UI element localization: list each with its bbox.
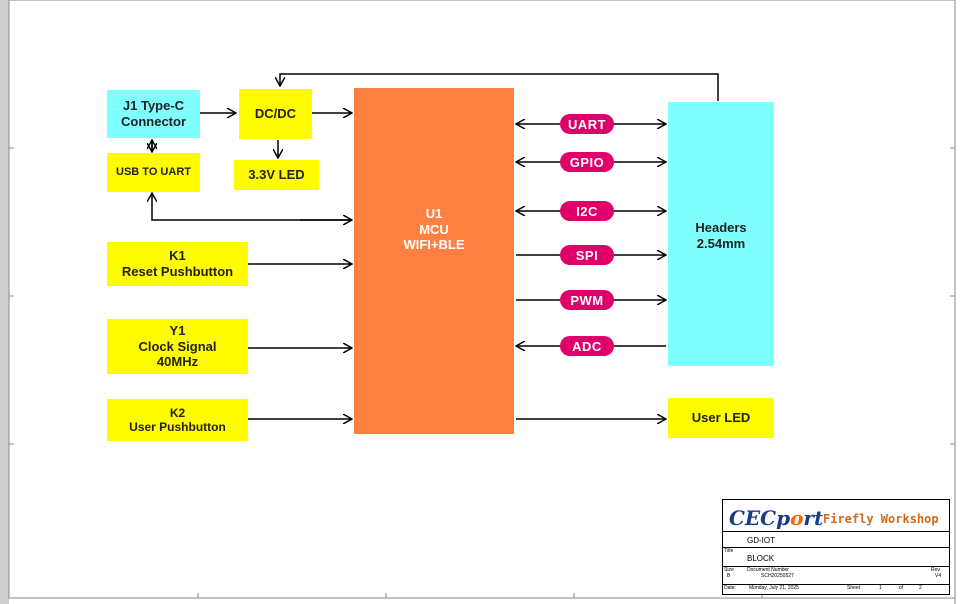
firefly-workshop-text: Firefly Workshop [823, 512, 939, 526]
u1-mcu-block: U1 MCU WIFI+BLE [354, 88, 514, 434]
rev-label: Rev [931, 567, 940, 573]
wire-headers-dcdc [280, 73, 719, 101]
adc-label: ADC [560, 336, 614, 356]
k2-user-block: K2 User Pushbutton [107, 399, 248, 441]
dcdc-block: DC/DC [239, 89, 312, 139]
gpio-label: GPIO [560, 152, 614, 172]
sheet-label: Sheet [847, 585, 861, 591]
rev-value: V4 [935, 573, 942, 579]
uart-label: UART [560, 114, 614, 134]
pwm-label: PWM [560, 290, 614, 310]
sheet-number: 1 [879, 585, 882, 591]
cecport-logo: CECport [729, 506, 824, 530]
i2c-label: I2C [560, 201, 614, 221]
j1-typec-connector-block: J1 Type-C Connector [107, 90, 200, 138]
usb-to-uart-block: USB TO UART [107, 153, 200, 192]
sheet-total: 2 [919, 585, 922, 591]
left-margin-strip [0, 0, 9, 604]
spi-label: SPI [560, 245, 614, 265]
project-name: GD-IOT [747, 536, 775, 545]
headers-block: Headers 2.54mm [668, 102, 774, 366]
date-label: Date: [724, 585, 736, 591]
docnum-value: SCH20250527 [761, 573, 794, 579]
of-label: of [899, 585, 904, 591]
k1-reset-block: K1 Reset Pushbutton [107, 242, 248, 286]
date-value: Monday, July 21, 2025 [749, 585, 799, 591]
wire-usb-mcu [152, 193, 352, 221]
title-label: Title [724, 548, 734, 554]
y1-clock-block: Y1 Clock Signal 40MHz [107, 319, 248, 374]
size-value: B [727, 573, 731, 579]
user-led-block: User LED [668, 398, 774, 438]
led-3v3-block: 3.3V LED [234, 160, 319, 190]
sheet-title: BLOCK [747, 554, 775, 563]
size-label: Size [724, 567, 734, 573]
docnum-label: Document Number [747, 567, 789, 573]
